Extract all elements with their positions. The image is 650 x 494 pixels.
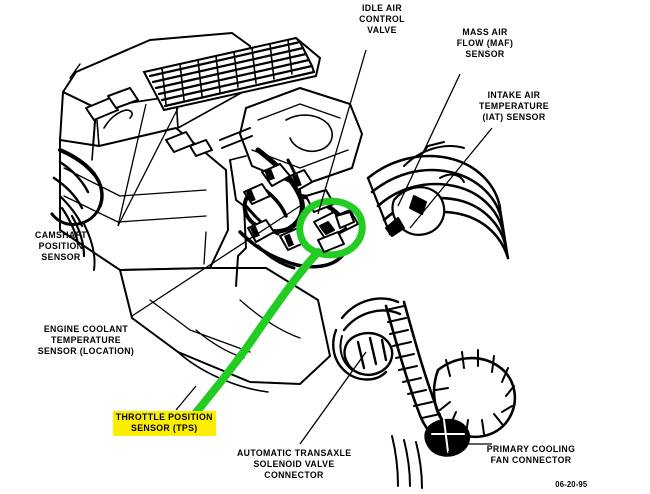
label-intake-air-temperature-sensor: INTAKE AIR TEMPERATURE (IAT) SENSOR bbox=[479, 90, 549, 123]
leader-primary-cooling-fan-connector bbox=[447, 443, 467, 453]
throttle-position-sensor-component bbox=[313, 211, 355, 253]
leader-camshaft-position-sensor bbox=[117, 107, 179, 227]
leader-automatic-transaxle-connector bbox=[299, 351, 367, 445]
figure-stamp: 06-20-95 AT0038A201 bbox=[548, 461, 595, 494]
label-throttle-position-sensor: THROTTLE POSITION SENSOR (TPS) bbox=[113, 411, 216, 436]
label-automatic-transaxle-solenoid-valve-connector: AUTOMATIC TRANSAXLE SOLENOID VALVE CONNE… bbox=[236, 448, 352, 481]
label-mass-air-flow-sensor: MASS AIR FLOW (MAF) SENSOR bbox=[456, 27, 514, 60]
tps-leader-line bbox=[186, 248, 322, 424]
stamp-date: 06-20-95 bbox=[555, 480, 588, 489]
label-camshaft-position-sensor: CAMSHAFT POSITION SENSOR bbox=[35, 230, 87, 263]
leader-throttle-position-sensor bbox=[175, 385, 197, 411]
leader-engine-coolant-temperature-sensor bbox=[131, 205, 301, 317]
label-engine-coolant-temperature-sensor: ENGINE COOLANT TEMPERATURE SENSOR (LOCAT… bbox=[37, 324, 135, 357]
leader-idle-air-control-valve bbox=[317, 49, 367, 215]
leader-lines bbox=[117, 49, 493, 453]
label-primary-cooling-fan-connector: PRIMARY COOLING FAN CONNECTOR bbox=[486, 444, 576, 466]
leader-camshaft-position-sensor-2 bbox=[117, 103, 147, 227]
intake-manifold-runners bbox=[142, 36, 322, 112]
tps-highlight-circle bbox=[296, 197, 366, 259]
air-inlet-duct bbox=[366, 141, 510, 260]
leader-mass-air-flow-sensor bbox=[397, 73, 461, 207]
corrugated-hoses bbox=[332, 297, 517, 489]
label-idle-air-control-valve: IDLE AIR CONTROL VALVE bbox=[359, 3, 405, 36]
leader-intake-air-temperature-sensor bbox=[409, 127, 493, 229]
